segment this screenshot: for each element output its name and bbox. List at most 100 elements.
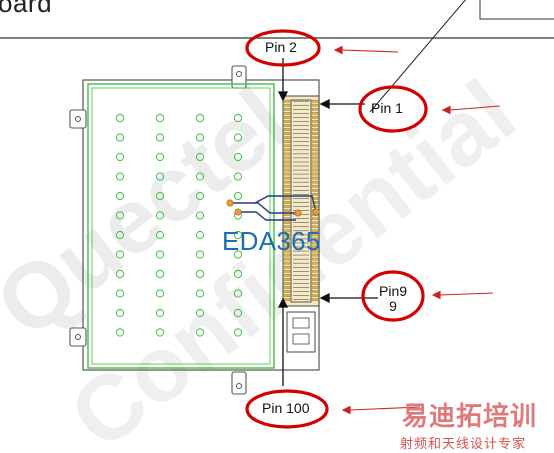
pin-pointer-arrows [277,58,378,386]
pcb-pad [155,230,165,240]
connector-pin [283,261,291,265]
pcb-pad [155,211,165,220]
connector-pin [311,152,319,156]
connector-pin [311,261,319,265]
pcb-outline [87,83,275,369]
pin2-ellipse [245,29,321,67]
connector-pin [311,229,319,233]
pin99-label: Pin9 9 [379,283,408,314]
connector-pin [311,241,319,245]
pcb-pad [115,289,125,298]
connector-pin [283,213,291,216]
pcb-pad [115,191,125,201]
connector-pin [311,172,319,176]
pcb-pad [115,308,125,318]
pcb-pad [155,250,165,259]
pin-highlight-ellipses [245,29,428,429]
pcb-pad [115,133,125,142]
connector-pin [311,233,319,237]
connector-pin [311,282,319,285]
connector-pin [283,107,291,111]
pcb-pad [155,308,165,318]
connector-pin [311,188,319,192]
pcb-pad [155,269,165,279]
pin99-ellipse [361,270,425,322]
connector-pin [311,99,319,103]
connector-pin [311,298,319,302]
connector-pin [283,197,291,200]
connector-pin [283,233,291,237]
connector-pin [283,176,291,180]
connector-pin [283,160,291,164]
connector-pin [283,152,291,156]
pcb-pad [155,113,165,123]
connector-pin [283,99,291,103]
connector-pin [311,120,319,123]
pin100-label: Pin 100 [262,400,310,416]
pcb-pad-grid [115,113,243,337]
pin2-label: Pin 2 [265,39,297,55]
connector-pin [283,136,291,139]
connector-pin [283,257,291,261]
connector-pin [283,148,291,152]
connector-pin [311,221,319,225]
connector-pin [283,168,291,172]
pcb-pad [233,191,243,201]
connector-pin [311,237,319,241]
pcb-pad [115,113,125,123]
title-block-box [479,0,554,20]
connector-pin [283,128,291,131]
pcb-pad [233,250,243,259]
connector-pin [311,180,319,184]
connector-pin [283,241,291,245]
cn-subtitle-watermark: 射频和天线设计专家 [400,437,527,452]
connector-pin [283,205,291,208]
connector-pin [283,253,291,257]
connector-pin [311,192,319,196]
pcb-pad [233,269,243,279]
connector-pin [311,253,319,257]
pcb-pad [195,230,205,240]
pcb-pad [195,172,205,181]
pcb-pad [233,289,243,298]
document-title-fragment: oard [0,0,53,18]
eda365-brand-text: EDA365 [222,226,321,256]
pcb-pad [233,133,243,142]
connector-pin [311,265,319,269]
pcb-pad [115,230,125,240]
connector-pin [311,103,319,107]
connector-pin [311,144,319,148]
connector-pin [283,269,291,273]
pcb-pad [195,328,205,337]
pcb-pad [233,113,243,123]
pcb-pad [195,269,205,279]
connector-pin [311,273,319,277]
pcb-pad [115,152,125,162]
connector-pin [283,112,291,115]
pcb-pad [155,328,165,337]
connector-pin [283,164,291,168]
pcb-pad [195,152,205,162]
connector-pin [311,168,319,172]
connector-pin [283,282,291,285]
connector-pin [283,298,291,302]
red-annotation-arrows [333,45,501,415]
connector-pin [283,237,291,241]
connector-pin [283,120,291,123]
connector-pin [311,140,319,144]
connector-pin [283,229,291,233]
pcb-pad [115,211,125,220]
connector-pin [311,286,319,289]
connector-pin [311,225,319,229]
connector-pin [283,278,291,281]
pcb-pad [233,172,243,181]
connector-pin [283,245,291,249]
mount-tab-left-bottom [69,327,87,347]
eda365-logo-dots [226,199,320,217]
connector-pin [283,180,291,184]
pcb-pad [115,328,125,337]
connector-pin [283,156,291,160]
pcb-pad [233,230,243,240]
pcb-pad [115,269,125,279]
connector-pin [283,172,291,176]
